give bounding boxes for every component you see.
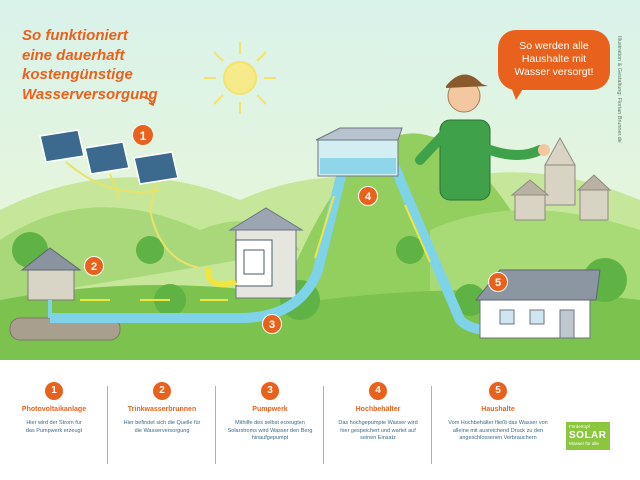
divider [215,386,216,464]
pump-house [228,207,304,299]
speech-line-1: So werden alle [519,40,589,52]
step-1-description: Hier wird der Strom für das Pumpwerk erz… [0,420,108,435]
logo-main-text: SOLAR [569,430,607,441]
step-3-number: 3 [261,382,279,400]
step-1-title: Photovoltaikanlage [21,406,87,413]
divider [107,386,108,464]
speech-bubble: So werden alle Haushalte mit Wasser vers… [498,30,610,90]
marker-3: 3 [262,314,282,334]
yellow-conduit [204,267,237,288]
solar-logo: Fördertopf SOLAR Wasser für alle [566,422,610,450]
logo-top-text: Fördertopf [569,424,590,429]
credit-text: Illustration & Gestaltung: Florian Brunn… [616,36,622,143]
step-1-desc-line: das Pumpwerk erzeugt [25,427,83,434]
headline: So funktioniert eine dauerhaft kostengün… [22,26,192,104]
step-3-description: Mithilfe des selbst erzeugten Solarstrom… [216,420,324,443]
step-2-description: Hier befindet sich die Quelle für die Wa… [108,420,216,435]
step-3-desc-line: Solarstroms wird Wasser den Berg [227,427,313,434]
flow-arrows-hill [314,195,431,263]
step-5-number: 5 [489,382,507,400]
step-5-title: Haushalte [481,406,515,413]
step-4-title: Hochbehälter [355,406,401,413]
step-1: 1 Photovoltaikanlage Hier wird der Strom… [0,382,108,472]
speech-line-2: Haushalte mit [521,53,587,65]
step-5: 5 Haushalte Vom Hochbehälter fließt das … [436,382,560,472]
power-cable [65,161,201,269]
curved-arrow-icon [141,96,156,107]
step-4-number: 4 [369,382,387,400]
step-2-desc-line: die Wasserversorgung [134,427,190,434]
step-4: 4 Hochbehälter Das hochgepumpte Wasser w… [324,382,432,472]
step-5-description: Vom Hochbehälter fließt das Wasser von a… [436,420,560,443]
solar-panels [39,129,179,185]
step-3: 3 Pumpwerk Mithilfe des selbst erzeugten… [216,382,324,472]
speech-bubble-tail [510,84,526,100]
step-4-desc-line: seinen Einsatz [360,435,396,441]
step-1-number: 1 [45,382,63,400]
logo-bottom-text: Wasser für alle [569,441,599,446]
illustration: So funktioniert eine dauerhaft kostengün… [0,0,640,360]
step-5-desc-line: angeschlossenen Verbrauchern [459,435,537,441]
village [510,136,612,221]
headline-line-1: So funktioniert [22,27,128,44]
step-5-desc-line: Vom Hochbehälter fließt das Wasser von [448,420,548,426]
headline-line-3: kostengünstige [22,66,133,83]
legend: 1 Photovoltaikanlage Hier wird der Strom… [0,372,640,480]
step-3-title: Pumpwerk [252,406,288,413]
step-3-desc-line: hinaufgepumpt [251,435,289,441]
speech-line-3: Wasser versorgt! [514,66,594,78]
marker-4: 4 [358,186,378,206]
step-4-desc-line: hier gespeichert und wartet auf [340,427,416,434]
step-4-desc-line: Das hochgepumpte Wasser wird [338,420,418,426]
headline-line-2: eine dauerhaft [22,46,125,64]
well [9,247,121,341]
step-2-number: 2 [153,382,171,400]
divider [431,386,432,464]
marker-5: 5 [488,272,508,292]
man-character [415,74,550,201]
step-3-desc-line: Mithilfe des selbst erzeugten [235,420,305,426]
step-2-title: Trinkwasserbrunnen [127,406,197,413]
sun-icon [204,42,276,114]
step-2: 2 Trinkwasserbrunnen Hier befindet sich … [108,382,216,472]
headline-line-4: Wasserversorgung [22,85,158,103]
marker-1: 1 [132,124,154,146]
step-2-desc-line: Hier befindet sich die Quelle für [123,420,201,426]
reservoir-tank [315,127,403,177]
step-5-desc-line: alleine mit ausreichend Druck zu den [452,427,544,434]
step-4-description: Das hochgepumpte Wasser wird hier gespei… [324,420,432,443]
marker-2: 2 [84,256,104,276]
divider [323,386,324,464]
step-1-desc-line: Hier wird der Strom für [26,420,82,426]
